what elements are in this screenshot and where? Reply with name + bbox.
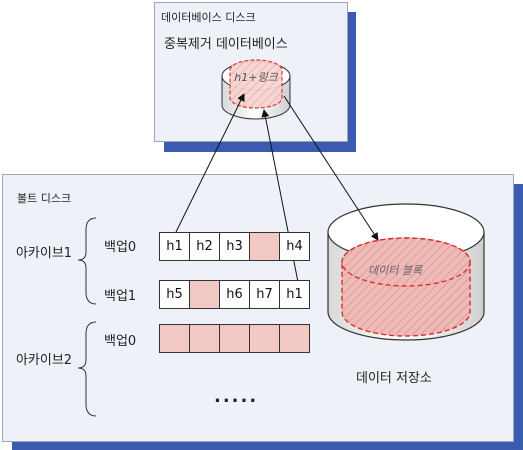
block-cell: h6 xyxy=(219,280,250,309)
storage-label: 데이터 저장소 xyxy=(356,371,432,386)
block-cell: h3 xyxy=(219,232,250,261)
db-cylinder xyxy=(221,59,291,120)
ellipsis: ..... xyxy=(214,386,259,407)
block-cell-empty xyxy=(159,324,190,353)
brace-archive2 xyxy=(77,321,97,417)
block-cell: h7 xyxy=(249,280,280,309)
data-block-label: 데이터 블록 xyxy=(368,264,423,277)
block-cell-empty xyxy=(189,324,220,353)
backup-row-label: 백업0 xyxy=(104,240,137,255)
block-cell: h1 xyxy=(279,280,310,309)
arrow-db-to-storage xyxy=(283,95,379,241)
db-cylinder-label: h1+링크 xyxy=(234,71,278,84)
db-disk-subtitle: 중복제거 데이터베이스 xyxy=(164,37,288,52)
db-disk-title: 데이터베이스 디스크 xyxy=(161,11,256,24)
brace-archive1 xyxy=(77,217,97,305)
arrow-h1-to-db xyxy=(175,93,245,233)
archive2-label: 아카이브2 xyxy=(15,353,73,368)
block-cell: h2 xyxy=(189,232,220,261)
backup-row-label: 백업1 xyxy=(104,289,137,304)
block-cell-empty xyxy=(279,324,310,353)
storage-cylinder xyxy=(327,203,485,341)
block-cell: h1 xyxy=(159,232,190,261)
block-cell: h4 xyxy=(279,232,310,261)
block-cell-empty xyxy=(189,280,220,309)
block-cell: h5 xyxy=(159,280,190,309)
vault-disk-title: 볼트 디스크 xyxy=(17,192,72,205)
block-cell-empty xyxy=(219,324,250,353)
block-cell-empty xyxy=(249,232,280,261)
block-cell-empty xyxy=(249,324,280,353)
backup-row-label: 백업0 xyxy=(104,334,137,349)
archive1-label: 아카이브1 xyxy=(15,246,73,261)
